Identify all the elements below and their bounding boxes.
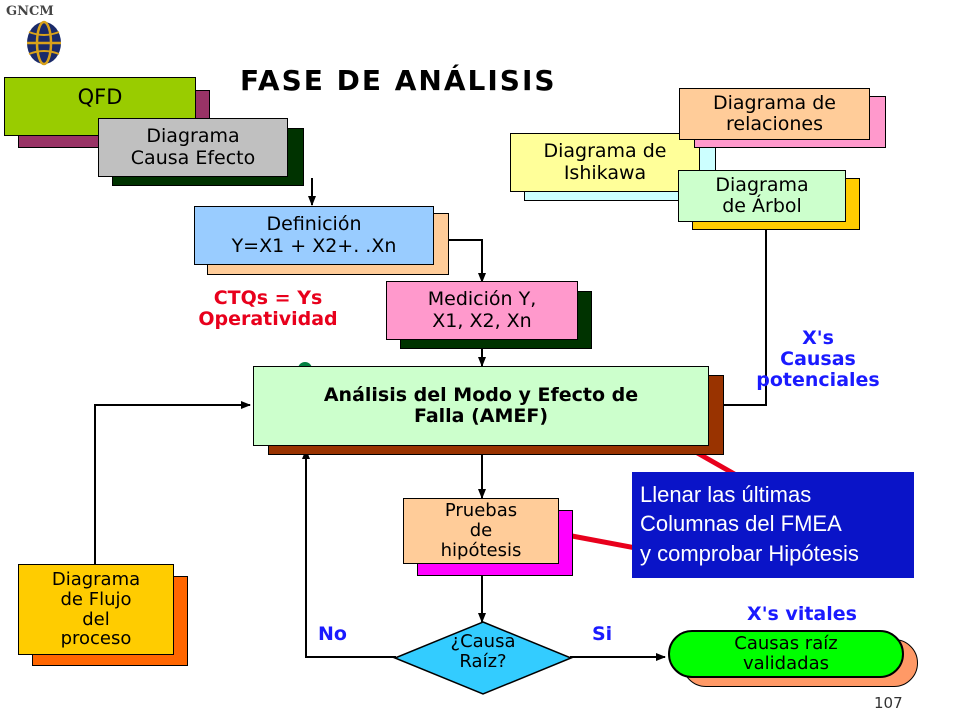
arrow-definicion-to-medicion [434, 239, 486, 283]
causa-efecto-line2: Causa Efecto [130, 146, 256, 169]
validadas-line1: Causas raíz [734, 632, 838, 654]
relaciones-line2: relaciones [726, 113, 823, 135]
causa-raiz-line1: ¿Causa [450, 631, 516, 652]
pruebas-line3: hipótesis [440, 540, 522, 562]
info-box: Llenar las últimas Columnas del FMEA y c… [632, 472, 914, 578]
arbol-line2: de Árbol [722, 195, 802, 217]
ishikawa-box: Diagrama de Ishikawa [510, 133, 700, 192]
definicion-box: Definición Y=X1 + X2+. .Xn [194, 206, 434, 265]
relaciones-box: Diagrama de relaciones [679, 88, 870, 140]
pruebas-line1: Pruebas [444, 499, 518, 521]
qfd-label: QFD [77, 85, 123, 109]
flujo-line3: del [82, 608, 110, 630]
ctqs-label: CTQs = Ys Operatividad [170, 288, 366, 330]
arbol-box: Diagrama de Árbol [678, 170, 846, 222]
arrow-flujo-to-amef [94, 401, 251, 564]
ishikawa-line1: Diagrama de [543, 140, 667, 163]
logo-text: GNCM [6, 4, 54, 19]
no-label: No [318, 623, 347, 645]
page-title: FASE DE ANÁLISIS [240, 64, 557, 97]
causa-raiz-line2: Raíz? [459, 651, 507, 673]
medicion-box: Medición Y, X1, X2, Xn [386, 281, 578, 340]
si-label: Si [592, 623, 613, 645]
arrow-arbol-to-amef [709, 222, 767, 409]
info-line3: y comprobar Hipótesis [640, 540, 859, 566]
amef-line2: Falla (AMEF) [413, 405, 549, 427]
flujo-box: Diagrama de Flujo del proceso [18, 564, 174, 655]
definicion-line2: Y=X1 + X2+. .Xn [231, 234, 397, 257]
page-number: 107 [874, 694, 903, 712]
amef-line1: Análisis del Modo y Efecto de [323, 383, 639, 406]
ctqs-line1: CTQs = Ys [213, 287, 323, 309]
causa-raiz-text: ¿Causa Raíz? [423, 631, 543, 673]
amef-box: Análisis del Modo y Efecto de Falla (AME… [253, 366, 709, 446]
info-line1: Llenar las últimas [640, 482, 812, 507]
pruebas-box: Pruebas de hipótesis [403, 498, 559, 564]
medicion-line1: Medición Y, [427, 288, 537, 311]
causa-efecto-line1: Diagrama [146, 125, 240, 148]
causa-efecto-box: Diagrama Causa Efecto [98, 118, 288, 177]
flujo-line2: de Flujo [60, 588, 132, 610]
ctqs-line2: Operatividad [198, 307, 338, 330]
flujo-line1: Diagrama [51, 568, 141, 590]
xs-causas-label: X's Causas potenciales [728, 328, 908, 391]
info-line2: Columnas del FMEA [640, 511, 842, 537]
validadas-box: Causas raíz validadas [668, 630, 904, 678]
arrow-no-loop [302, 449, 396, 658]
xs-vitales-label: X's vitales [747, 603, 857, 625]
xs-line3: potenciales [756, 368, 880, 391]
medicion-line2: X1, X2, Xn [432, 309, 532, 332]
flujo-line4: proceso [60, 628, 132, 650]
relaciones-line1: Diagrama de [712, 91, 836, 114]
pruebas-line2: de [469, 519, 493, 541]
definicion-line1: Definición [266, 213, 362, 236]
ishikawa-line2: Ishikawa [563, 161, 647, 184]
causa-raiz-diamond [393, 621, 573, 695]
arbol-line1: Diagrama [715, 173, 809, 196]
globe-icon [27, 20, 61, 66]
xs-line2: Causas [780, 347, 856, 370]
validadas-line2: validadas [743, 653, 829, 674]
logo: GNCM [4, 2, 66, 68]
xs-line1: X's [802, 327, 834, 349]
